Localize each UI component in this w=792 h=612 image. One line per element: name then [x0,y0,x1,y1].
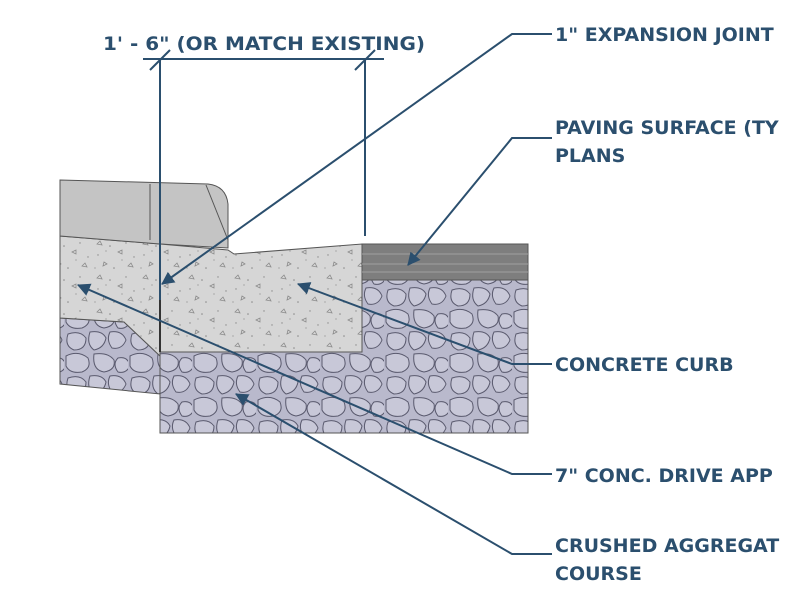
existing-curb-top [59,179,229,249]
leader-paving-surface [407,137,552,266]
label-expansion-joint: 1" EXPANSION JOINT [555,24,774,46]
concrete-curb [159,243,363,353]
label-aggregate-base: CRUSHED AGGREGAT [555,535,779,557]
label-paving-surface: PAVING SURFACE (TY [555,117,779,139]
paving-surface [361,243,529,281]
label-drive-approach: 7" CONC. DRIVE APP [555,465,773,487]
dimension-line [143,49,384,300]
dimension-label: 1' - 6" (OR MATCH EXISTING) [103,33,425,55]
leader-concrete-curb [296,282,552,365]
leader-aggregate-base [235,393,552,555]
leader-lines [77,33,552,555]
label-concrete-curb: CONCRETE CURB [555,354,734,376]
label-paving-surface-line2: PLANS [555,145,625,167]
leader-expansion-joint [161,33,552,285]
section-drawing [59,179,529,434]
label-aggregate-base-line2: COURSE [555,563,642,585]
leader-drive-approach [77,283,552,475]
